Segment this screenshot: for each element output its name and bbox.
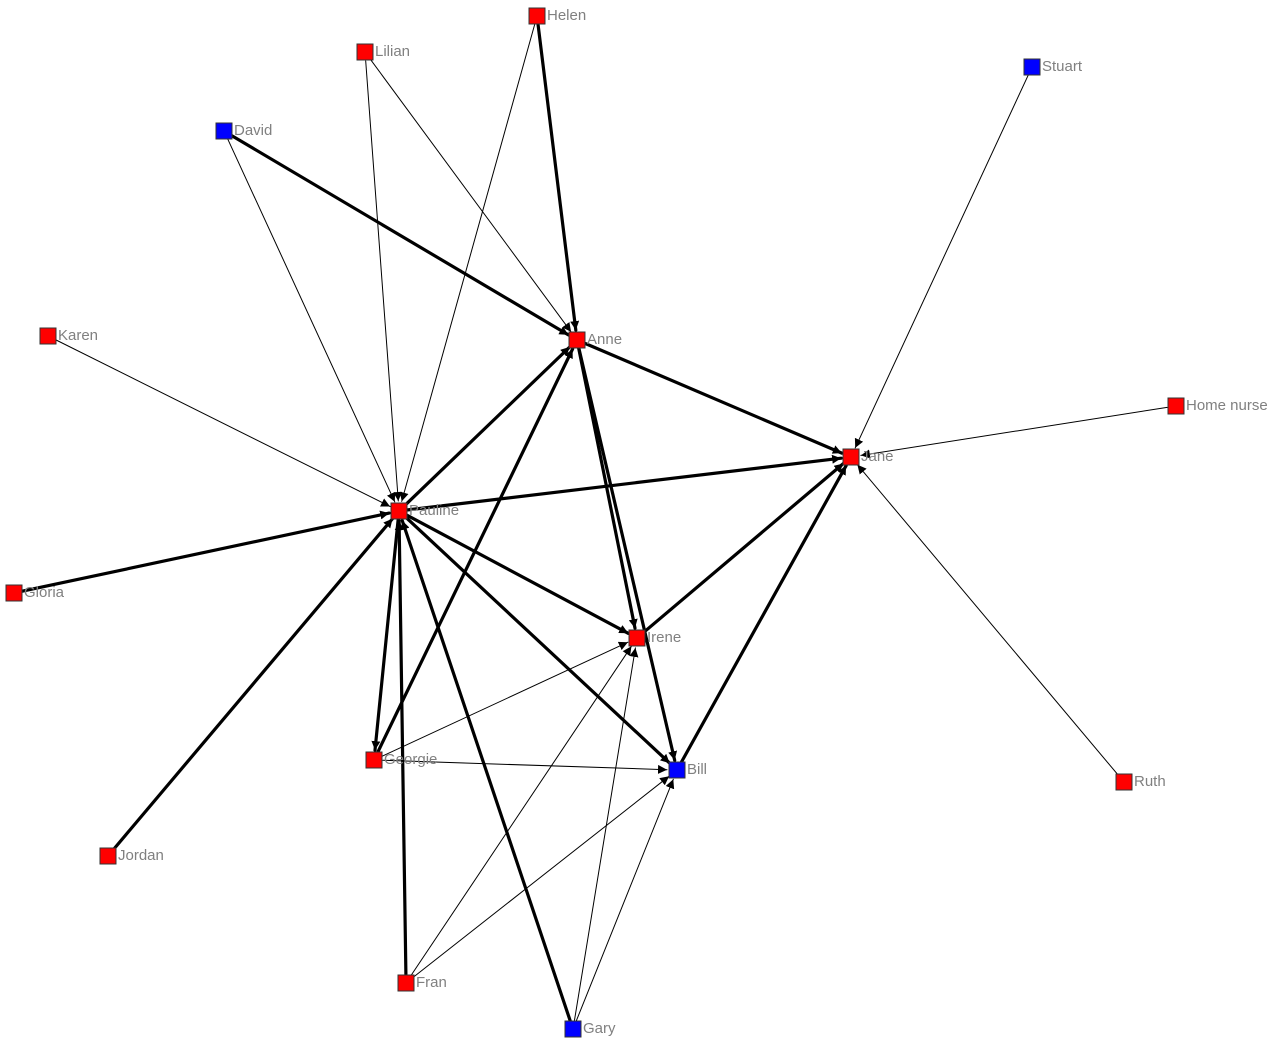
node-pauline[interactable] — [390, 502, 408, 520]
node-label-home-nurse: Home nurse — [1186, 397, 1268, 414]
node-stuart[interactable] — [1023, 58, 1041, 76]
node-label-bill: Bill — [687, 761, 707, 778]
node-label-pauline: Pauline — [409, 502, 459, 519]
edge-fran-to-irene — [410, 645, 632, 976]
node-label-fran: Fran — [416, 974, 447, 991]
edge-georgie-to-irene — [381, 641, 629, 757]
node-georgie[interactable] — [365, 751, 383, 769]
node-home-nurse[interactable] — [1167, 397, 1185, 415]
edge-david-to-pauline — [227, 138, 396, 503]
node-jane[interactable] — [842, 448, 860, 466]
node-label-gloria: Gloria — [24, 584, 65, 601]
node-karen[interactable] — [39, 327, 57, 345]
node-fran[interactable] — [397, 974, 415, 992]
edges-layer — [21, 23, 1168, 1023]
node-label-jordan: Jordan — [118, 847, 164, 864]
node-label-helen: Helen — [547, 7, 586, 24]
node-label-lilian: Lilian — [375, 43, 410, 60]
node-jordan[interactable] — [99, 847, 117, 865]
edge-david-to-anne — [230, 134, 571, 337]
edge-pauline-to-georgie — [371, 518, 400, 752]
edge-pauline-to-jane — [406, 454, 843, 512]
edge-irene-to-jane — [642, 461, 846, 634]
edge-georgie-to-bill — [382, 759, 668, 774]
node-lilian[interactable] — [356, 43, 374, 61]
node-bill[interactable] — [668, 761, 686, 779]
edge-gary-to-irene — [574, 647, 639, 1021]
edge-gloria-to-pauline — [21, 510, 391, 593]
node-gary[interactable] — [564, 1020, 582, 1038]
edge-helen-to-pauline — [399, 24, 536, 502]
edge-home_nurse-to-jane — [860, 406, 1168, 459]
node-irene[interactable] — [628, 629, 646, 647]
node-david[interactable] — [215, 122, 233, 140]
edge-fran-to-bill — [412, 775, 670, 978]
node-label-ruth: Ruth — [1134, 773, 1166, 790]
edge-gary-to-bill — [575, 778, 675, 1022]
edge-karen-to-pauline — [55, 339, 391, 507]
edge-bill-to-jane — [679, 464, 848, 764]
node-label-karen: Karen — [58, 327, 98, 344]
edge-helen-to-anne — [536, 23, 580, 332]
edge-anne-to-jane — [583, 341, 844, 455]
nodes-layer — [5, 7, 1185, 1038]
edge-gary-to-pauline — [400, 518, 572, 1023]
node-ruth[interactable] — [1115, 773, 1133, 791]
node-label-david: David — [234, 122, 272, 139]
edge-pauline-to-anne — [403, 345, 572, 507]
node-label-jane: Jane — [861, 448, 894, 465]
node-anne[interactable] — [568, 331, 586, 349]
edge-stuart-to-jane — [854, 74, 1029, 449]
node-gloria[interactable] — [5, 584, 23, 602]
edge-anne-to-irene — [577, 347, 638, 630]
edge-anne-to-bill — [577, 347, 678, 762]
node-label-stuart: Stuart — [1042, 58, 1083, 75]
node-label-irene: Irene — [647, 629, 681, 646]
node-label-anne: Anne — [587, 331, 622, 348]
edge-lilian-to-pauline — [365, 60, 403, 502]
edge-georgie-to-anne — [376, 347, 575, 754]
node-label-georgie: Georgie — [384, 751, 437, 768]
edge-jordan-to-pauline — [112, 516, 395, 851]
edge-ruth-to-jane — [856, 464, 1119, 776]
node-helen[interactable] — [528, 7, 546, 25]
node-label-gary: Gary — [583, 1020, 616, 1037]
edge-pauline-to-irene — [405, 513, 630, 635]
edge-pauline-to-bill — [404, 515, 672, 765]
edge-lilian-to-anne — [369, 58, 572, 333]
edge-fran-to-pauline — [394, 519, 408, 976]
